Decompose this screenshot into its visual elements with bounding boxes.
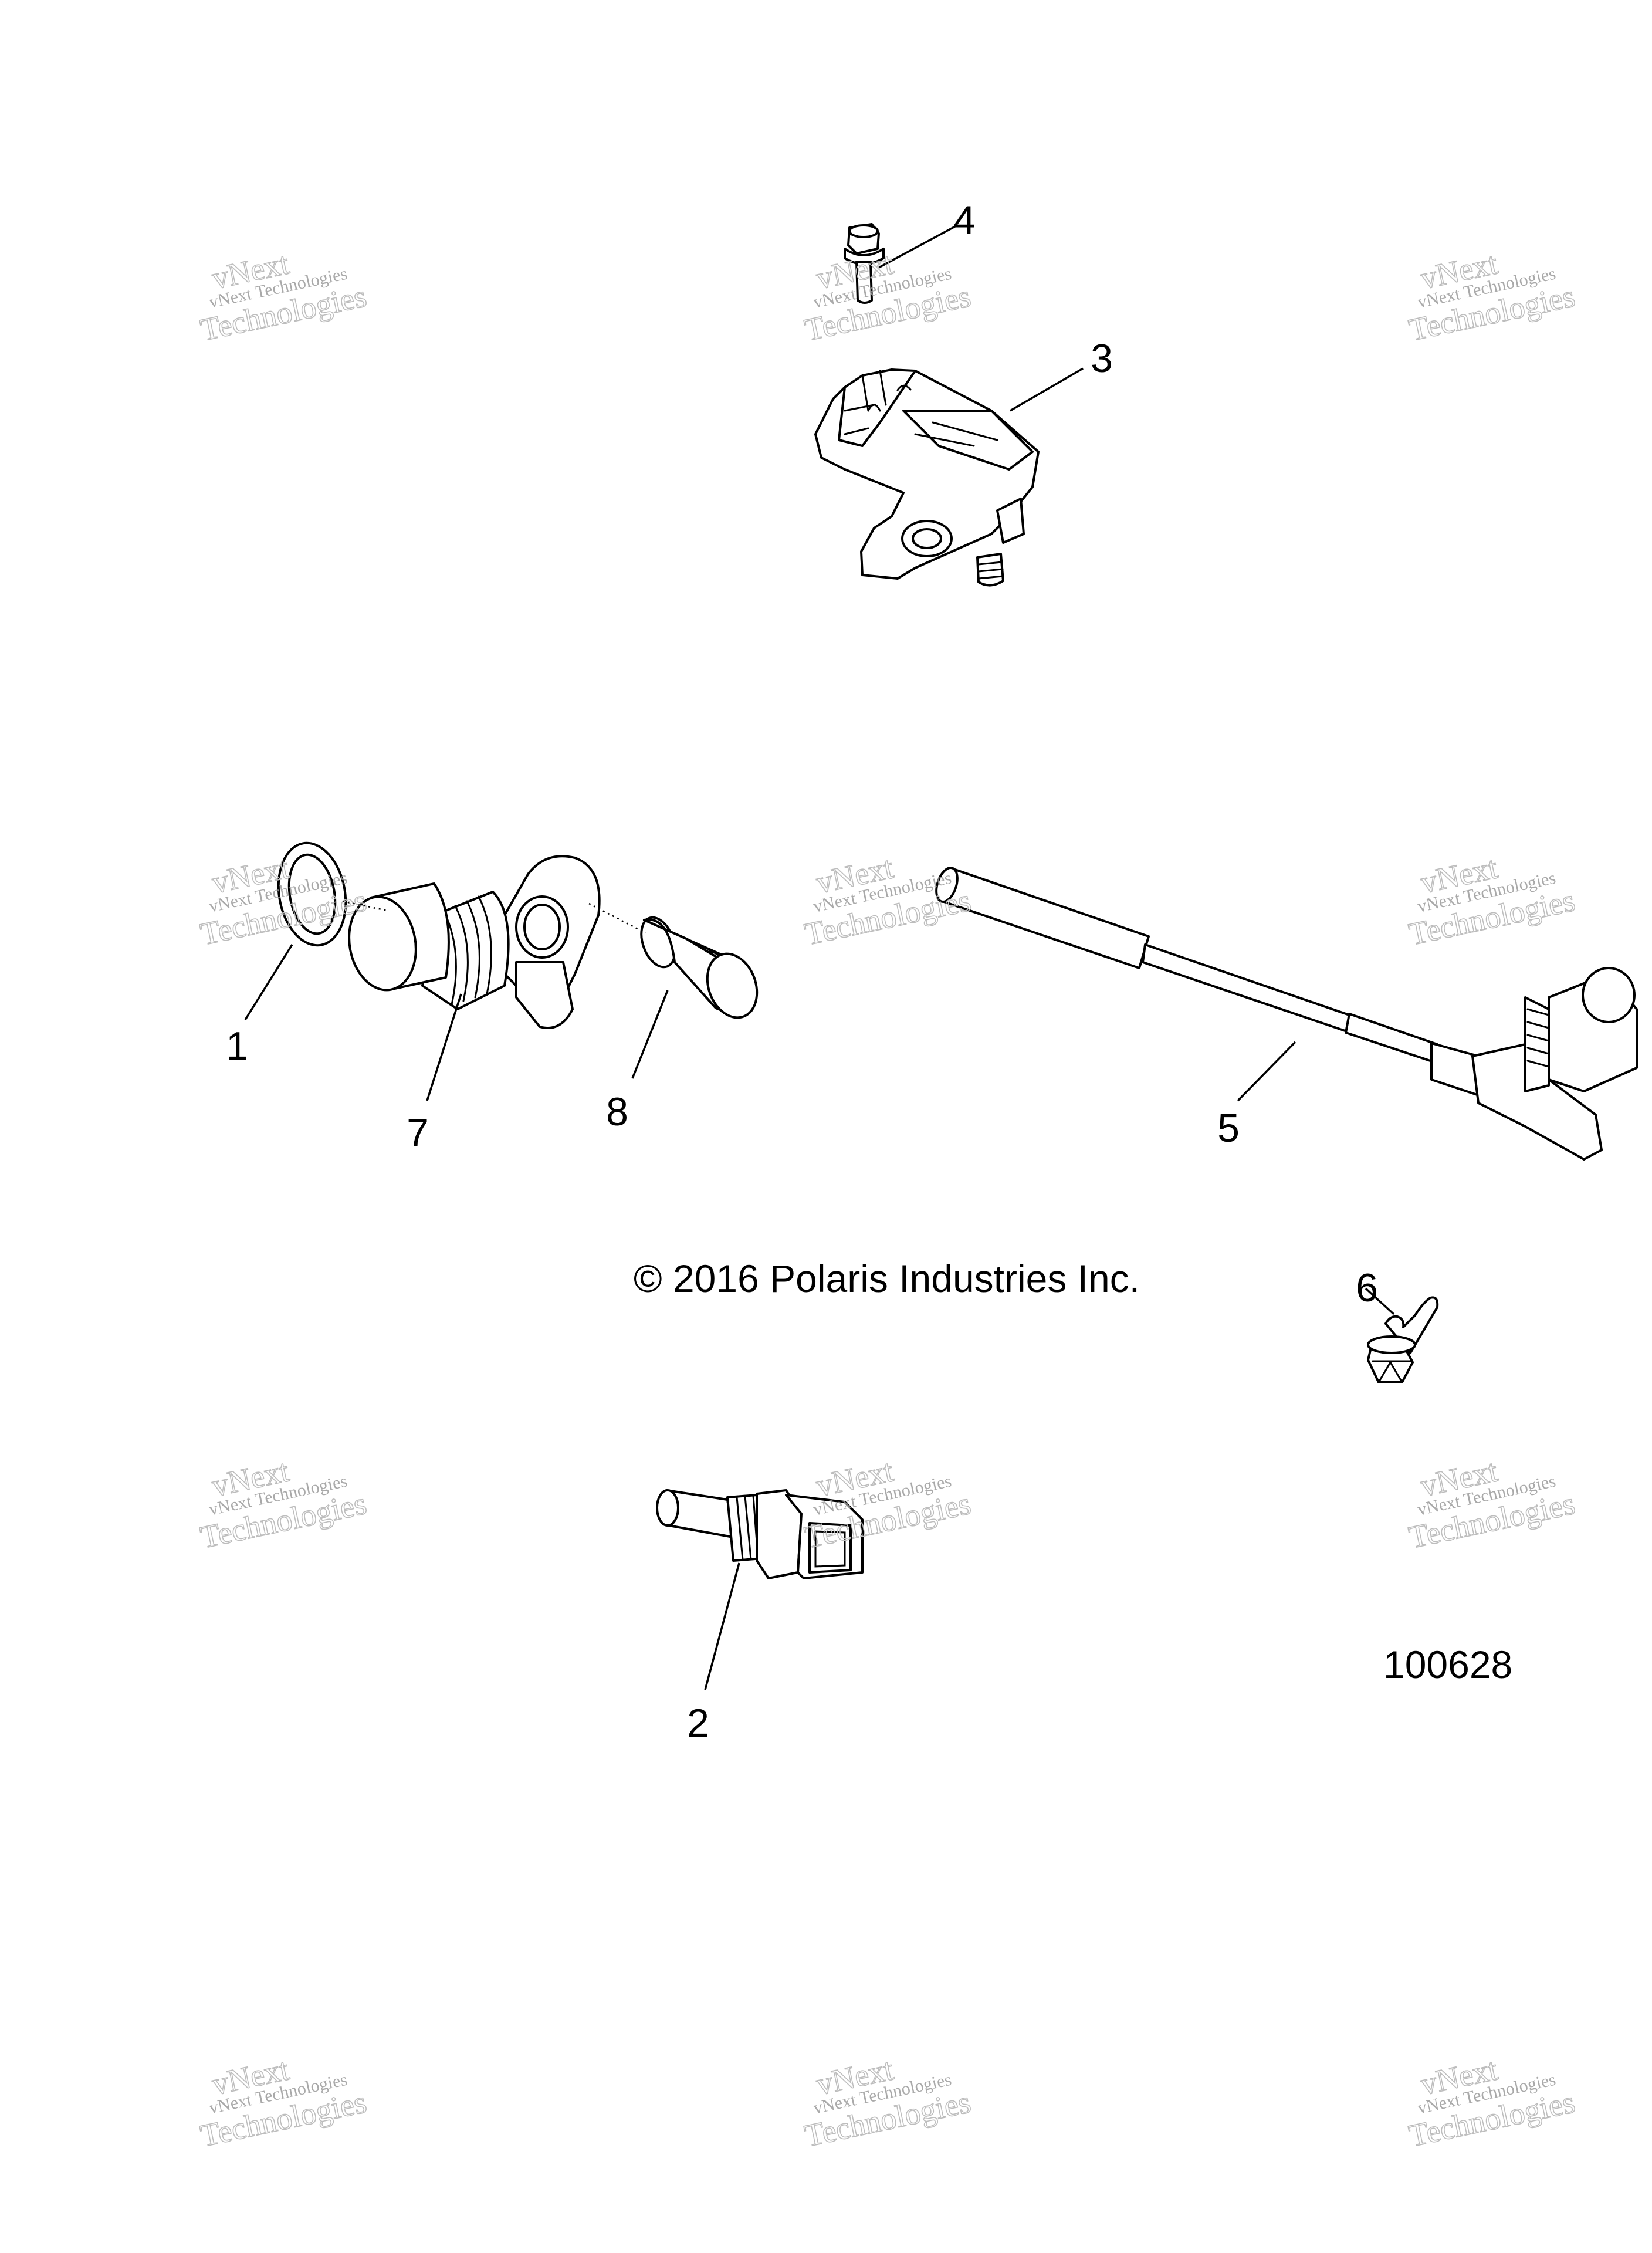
watermark: vNext vNext Technologies Technologies (197, 2051, 370, 2154)
watermark: vNext vNext Technologies Technologies (801, 850, 974, 953)
watermark: vNext vNext Technologies Technologies (197, 245, 370, 349)
watermark: vNext vNext Technologies Technologies (1406, 245, 1579, 349)
watermark: vNext vNext Technologies Technologies (801, 245, 974, 349)
diagram-number: 100628 (1383, 1643, 1512, 1686)
callout-4: 4 (953, 198, 976, 242)
callout-5: 5 (1217, 1106, 1240, 1151)
copyright-text: © 2016 Polaris Industries Inc. (634, 1257, 1140, 1300)
part-5-speed-sensor (935, 867, 1638, 1161)
part-1-o-ring (277, 841, 347, 947)
callout-6: 6 (1356, 1266, 1378, 1310)
watermark: vNext vNext Technologies Technologies (197, 1453, 370, 1556)
watermarks: vNext vNext Technologies Technologies vN… (197, 245, 1579, 2154)
callout-8: 8 (606, 1090, 628, 1134)
watermark: vNext vNext Technologies Technologies (1406, 850, 1579, 953)
watermark: vNext vNext Technologies Technologies (801, 2051, 974, 2154)
part-8-bushing (640, 916, 759, 1019)
part-7-position-sensor (348, 855, 601, 1029)
part-4-bolt (844, 223, 885, 304)
watermark: vNext vNext Technologies Technologies (197, 850, 370, 953)
callout-7: 7 (407, 1111, 429, 1155)
callout-1: 1 (226, 1024, 248, 1068)
callout-2: 2 (687, 1701, 709, 1745)
watermark: vNext vNext Technologies Technologies (801, 1453, 974, 1556)
callout-3: 3 (1091, 336, 1113, 381)
part-6-bolt (1367, 1296, 1439, 1383)
part-2-temp-sensor (656, 1489, 864, 1579)
leader-lines (244, 225, 1395, 1690)
watermark: vNext vNext Technologies Technologies (1406, 2051, 1579, 2154)
watermark: vNext vNext Technologies Technologies (1406, 1453, 1579, 1556)
callout-labels: 1 2 3 4 5 6 7 8 (226, 198, 1378, 1745)
part-3-map-sensor (814, 368, 1040, 587)
